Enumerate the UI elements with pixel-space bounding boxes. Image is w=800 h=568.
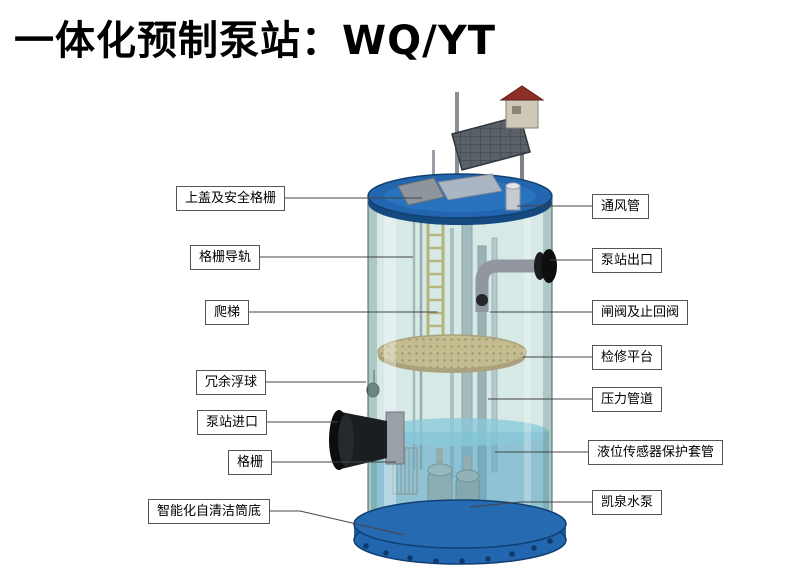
tank-body (367, 198, 553, 548)
label-kaiquan-pump: 凯泉水泵 (592, 490, 663, 515)
control-box-pole (520, 126, 524, 196)
tank-lid (367, 173, 553, 225)
label-top-cover-safety-grille: 上盖及安全格栅 (176, 186, 286, 211)
anchor-bolts (363, 538, 553, 564)
page-title: 一体化预制泵站：WQ/YT (14, 18, 496, 64)
solar-panel (451, 115, 531, 171)
outlet-flange (541, 249, 557, 283)
check-valve (476, 294, 488, 306)
control-box (505, 99, 539, 129)
control-box-window (512, 106, 521, 114)
label-station-outlet: 泵站出口 (592, 248, 663, 273)
glass-highlight (524, 205, 531, 523)
tank-base (353, 499, 567, 565)
rooftop-accessories (432, 85, 545, 205)
label-self-cleaning-bottom: 智能化自清洁筒底 (148, 499, 271, 524)
label-redundant-float: 冗余浮球 (196, 370, 267, 395)
inlet-pipe (329, 410, 405, 470)
float-ball (366, 370, 380, 398)
outlet-pipe (475, 249, 557, 312)
glass-highlight (384, 205, 396, 523)
safety-grille-panel (437, 173, 503, 201)
label-service-platform: 检修平台 (592, 345, 663, 370)
label-grille-guide-rail: 格栅导轨 (190, 245, 261, 270)
service-platform (377, 334, 527, 373)
label-ladder: 爬梯 (205, 300, 250, 325)
label-level-sensor-sleeve: 液位传感器保护套管 (588, 440, 724, 465)
control-box-roof (499, 85, 545, 101)
vent-pipe (505, 182, 521, 211)
label-gate-check-valve: 闸阀及止回阀 (592, 300, 689, 325)
label-station-inlet: 泵站进口 (197, 410, 268, 435)
inlet-wall-collar (385, 411, 405, 465)
label-pressure-pipe: 压力管道 (592, 387, 663, 412)
label-vent-pipe: 通风管 (592, 194, 650, 219)
label-grille: 格栅 (228, 450, 273, 475)
